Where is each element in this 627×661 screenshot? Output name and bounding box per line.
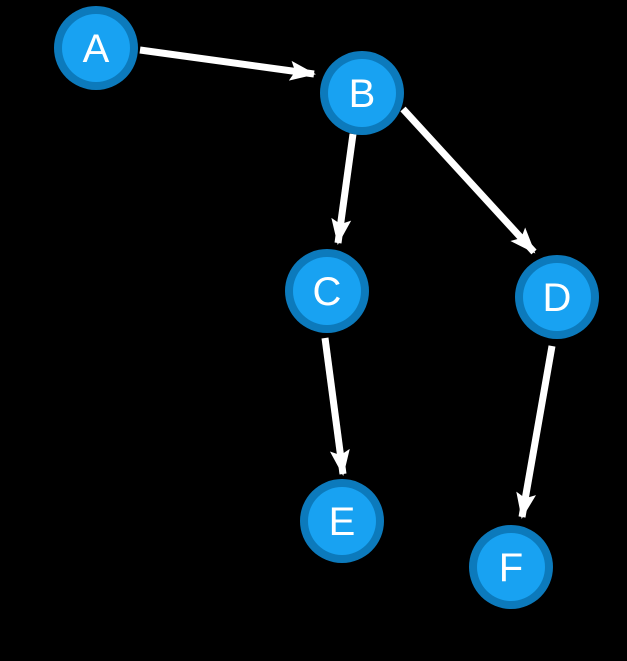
- node-body: [293, 257, 361, 325]
- node-body: [62, 14, 130, 82]
- node-body: [328, 59, 396, 127]
- node-body: [477, 533, 545, 601]
- node-body: [523, 263, 591, 331]
- graph-node-e[interactable]: E: [300, 479, 384, 563]
- graph-node-c[interactable]: C: [285, 249, 369, 333]
- edge-arrow-a-to-b: [139, 46, 316, 81]
- edge-arrow-c-to-e: [321, 337, 350, 476]
- graph-node-b[interactable]: B: [320, 51, 404, 135]
- edge-arrow-b-to-d: [400, 106, 537, 255]
- graph-node-a[interactable]: A: [54, 6, 138, 90]
- graph-node-d[interactable]: D: [515, 255, 599, 339]
- graph-node-f[interactable]: F: [469, 525, 553, 609]
- edge-arrow-d-to-f: [516, 345, 556, 519]
- node-body: [308, 487, 376, 555]
- edge-arrow-b-to-c: [331, 133, 357, 245]
